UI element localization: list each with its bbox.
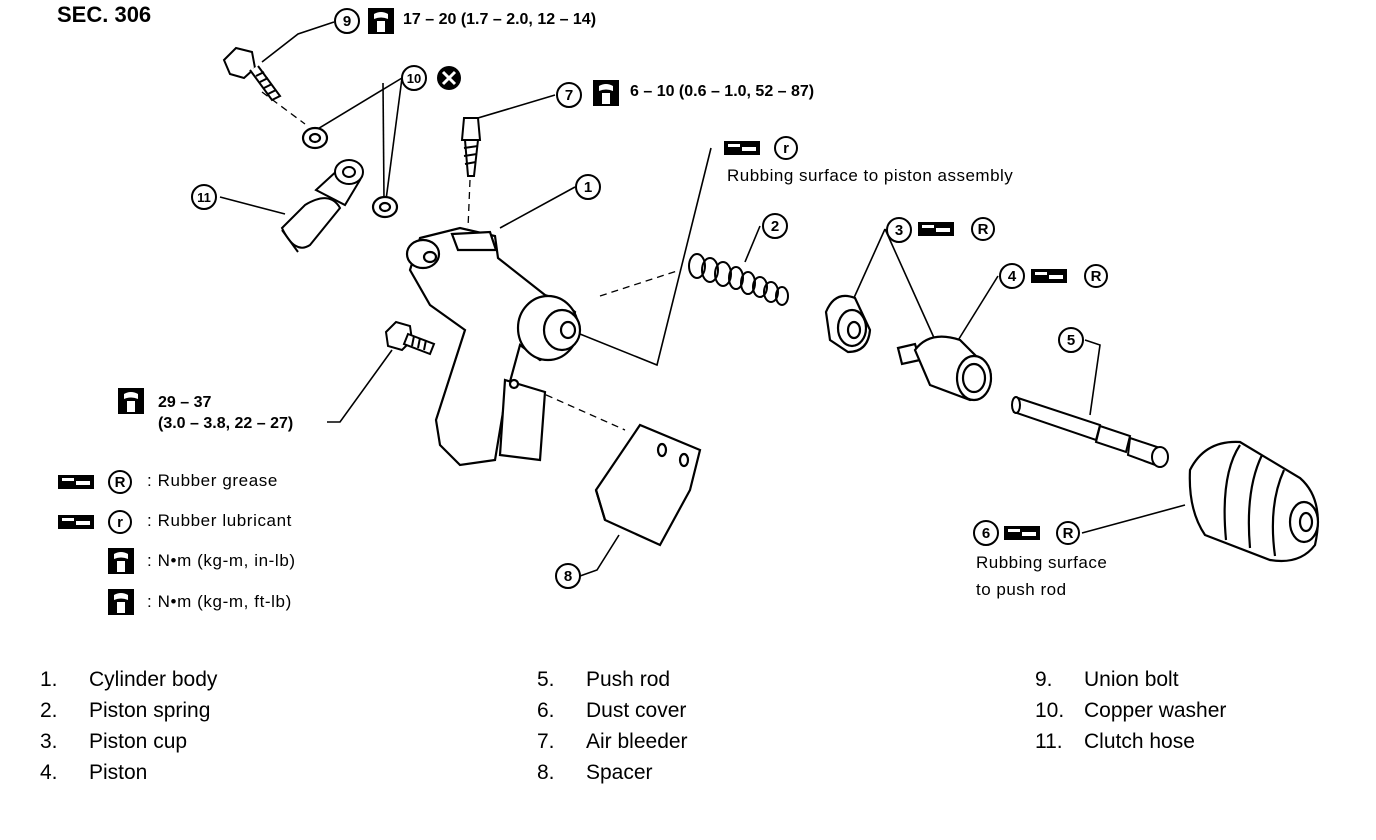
- grease-letter-icon: R: [1084, 264, 1108, 288]
- legend-nm-ftlb: : N•m (kg-m, ft-lb): [147, 592, 292, 611]
- callout-8-circle: [555, 563, 581, 589]
- grease-icon: [1031, 269, 1067, 283]
- part-name: Piston spring: [89, 699, 211, 722]
- list-item: 3.Piston cup: [40, 730, 217, 761]
- copper-washers: [301, 126, 399, 219]
- mount-bolt-torque-line1: 29 – 37: [158, 394, 212, 411]
- grease-icon: [1004, 526, 1040, 540]
- part-name: Union bolt: [1084, 668, 1179, 691]
- callout-1-circle: [575, 174, 601, 200]
- svg-text:r: r: [117, 514, 123, 531]
- part-name: Piston cup: [89, 730, 188, 753]
- callout-4-circle: [999, 263, 1025, 289]
- callout-1: 1: [584, 179, 592, 196]
- list-item: 9.Union bolt: [1035, 668, 1226, 699]
- callout-7-circle: [556, 82, 582, 108]
- torque-wrench-icon: [118, 388, 144, 414]
- pushrod-rubbing-note-line2: to push rod: [976, 580, 1067, 599]
- callout-2-circle: [762, 213, 788, 239]
- part-name: Cylinder body: [89, 668, 218, 691]
- list-item: 8.Spacer: [537, 761, 688, 792]
- callout-11-circle: [191, 184, 217, 210]
- part-name: Air bleeder: [586, 730, 688, 753]
- callout-3-circle: [886, 217, 912, 243]
- callout-9-circle: [334, 8, 360, 34]
- part-name: Dust cover: [586, 699, 687, 722]
- list-item: 10.Copper washer: [1035, 699, 1226, 730]
- grease-letter-icon: R: [1056, 521, 1080, 545]
- union-bolt-part: [222, 46, 282, 102]
- piston-rubbing-note: Rubbing surface to piston assembly: [727, 166, 1014, 185]
- push-rod-part: [1011, 396, 1169, 468]
- lubricant-letter-icon: r: [108, 510, 132, 534]
- list-item: 7.Air bleeder: [537, 730, 688, 761]
- callout-2: 2: [771, 218, 779, 235]
- piston-cup-part: [824, 294, 872, 354]
- air-bleeder-torque: 6 – 10 (0.6 – 1.0, 52 – 87): [630, 83, 815, 100]
- list-item: 2.Piston spring: [40, 699, 217, 730]
- pushrod-rubbing-note-line1: Rubbing surface: [976, 553, 1108, 572]
- callout-5: 5: [1067, 332, 1075, 349]
- grease-letter-icon: R: [108, 470, 132, 494]
- list-item: 11.Clutch hose: [1035, 730, 1226, 761]
- torque-wrench-icon: [593, 80, 619, 106]
- list-item: 5.Push rod: [537, 668, 688, 699]
- svg-text:r: r: [783, 140, 789, 157]
- replace-x-icon: [437, 66, 461, 90]
- callout-9: 9: [343, 13, 351, 30]
- list-item: 6.Dust cover: [537, 699, 688, 730]
- parts-list-column-2: 5.Push rod 6.Dust cover 7.Air bleeder 8.…: [537, 668, 688, 792]
- callout-4: 4: [1008, 268, 1017, 285]
- parts-list-column-3: 9.Union bolt 10.Copper washer 11.Clutch …: [1035, 668, 1226, 761]
- callout-5-circle: [1058, 327, 1084, 353]
- callout-11: 11: [197, 190, 211, 205]
- callout-8: 8: [564, 568, 572, 585]
- part-name: Piston: [89, 761, 148, 784]
- part-name: Clutch hose: [1084, 730, 1195, 753]
- part-name: Copper washer: [1084, 699, 1227, 722]
- union-bolt-torque: 17 – 20 (1.7 – 2.0, 12 – 14): [403, 11, 597, 28]
- svg-text:R: R: [115, 474, 126, 491]
- lubricant-letter-icon: r: [774, 136, 798, 160]
- legend-nm-inlb: : N•m (kg-m, in-lb): [147, 551, 296, 570]
- grease-icon: [58, 475, 94, 489]
- dust-cover-part: [1188, 440, 1320, 563]
- callout-6-circle: [973, 520, 999, 546]
- callout-6: 6: [982, 525, 990, 542]
- svg-text:R: R: [1063, 525, 1074, 542]
- mount-bolt-torque-line2: (3.0 – 3.8, 22 – 27): [158, 415, 294, 432]
- lubricant-icon: [58, 515, 94, 529]
- lubricant-icon: [724, 141, 760, 155]
- legend-rubber-lubricant: : Rubber lubricant: [147, 511, 292, 530]
- legend-rubber-grease: : Rubber grease: [147, 471, 278, 490]
- spacer-part: [594, 423, 702, 547]
- list-item: 4.Piston: [40, 761, 217, 792]
- cylinder-body-part: [405, 226, 582, 467]
- torque-wrench-icon: [368, 8, 394, 34]
- callout-3: 3: [895, 222, 903, 239]
- list-item: 1.Cylinder body: [40, 668, 217, 699]
- callout-10: 10: [407, 71, 421, 86]
- callout-7: 7: [565, 87, 573, 104]
- callout-10-circle: [401, 65, 427, 91]
- svg-text:R: R: [978, 221, 989, 238]
- parts-list-column-1: 1.Cylinder body 2.Piston spring 3.Piston…: [40, 668, 217, 792]
- part-name: Spacer: [586, 761, 653, 784]
- leader-lines: [219, 21, 1186, 577]
- section-label: SEC. 306: [57, 2, 152, 27]
- piston-part: [896, 335, 993, 402]
- svg-text:R: R: [1091, 268, 1102, 285]
- part-name: Push rod: [586, 668, 671, 691]
- grease-letter-icon: R: [971, 217, 995, 241]
- air-bleeder-part: [460, 117, 482, 177]
- piston-spring-part: [688, 253, 789, 306]
- torque-wrench-icon: [108, 589, 134, 615]
- grease-icon: [918, 222, 954, 236]
- mount-bolt-part: [384, 320, 436, 356]
- torque-wrench-icon: [108, 548, 134, 574]
- clutch-hose-part: [280, 159, 364, 253]
